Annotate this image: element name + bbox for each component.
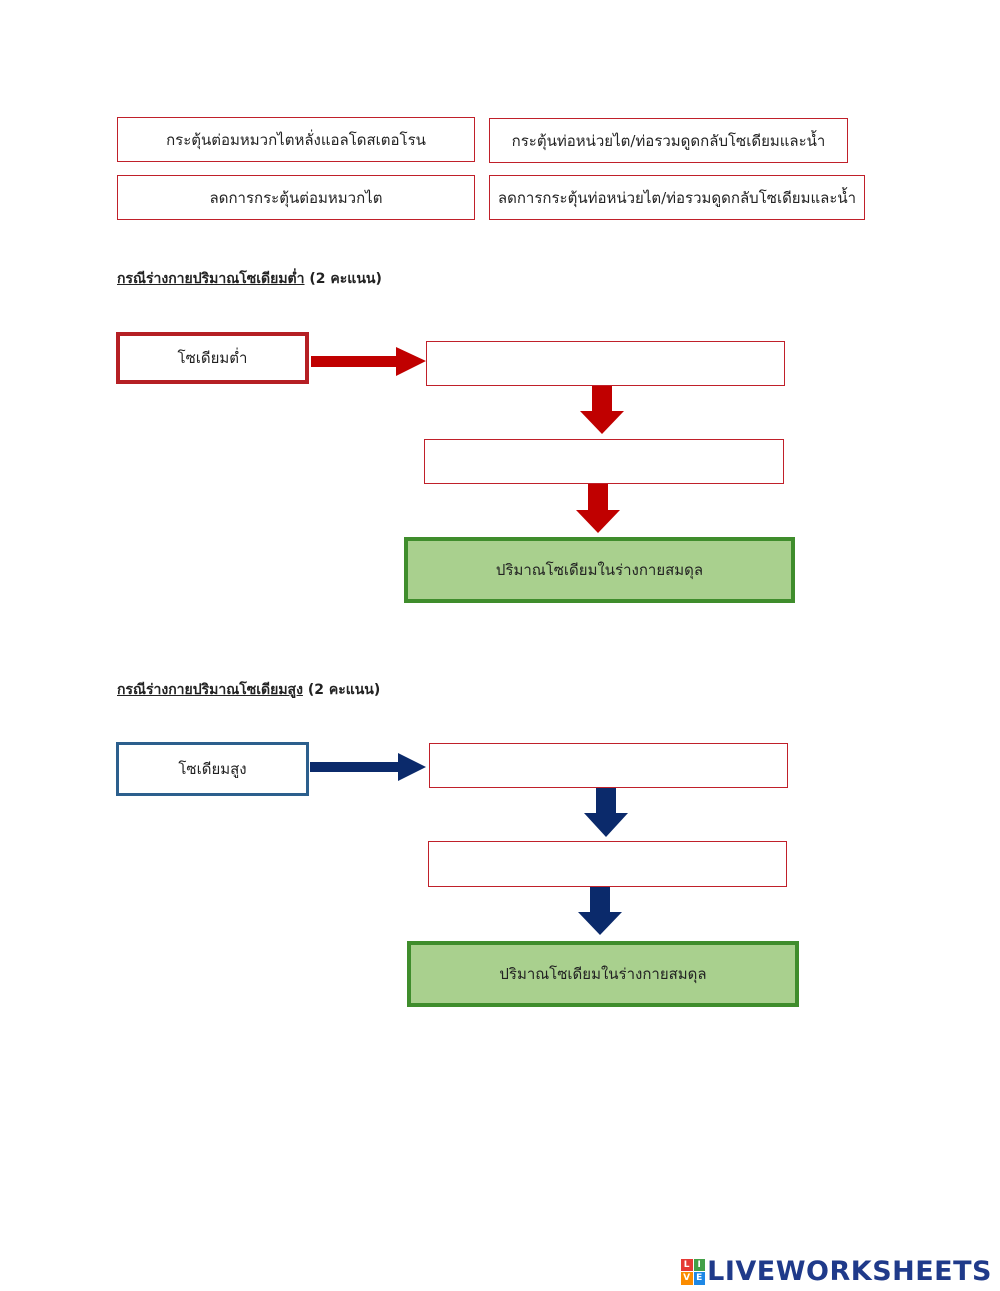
liveworksheets-logo-mark: L I V E: [681, 1258, 706, 1285]
low-step-2-dropzone[interactable]: [424, 439, 784, 484]
arrow-right-low: [311, 347, 426, 376]
high-case-heading: กรณีร่างกายปริมาณโซเดียมสูง (2 คะแนน): [117, 679, 380, 701]
low-case-heading: กรณีร่างกายปริมาณโซเดียมต่ำ (2 คะแนน): [117, 268, 382, 290]
liveworksheets-logo[interactable]: L I V E LIVEWORKSHEETS: [681, 1256, 992, 1287]
low-sodium-start-label: โซเดียมต่ำ: [177, 349, 248, 367]
arrow-right-high: [310, 753, 426, 781]
option-box-4[interactable]: ลดการกระตุ้นท่อหน่วยไต/ท่อรวมดูดกลับโซเด…: [489, 175, 865, 220]
high-case-title: กรณีร่างกายปริมาณโซเดียมสูง: [117, 682, 303, 698]
option-label: ลดการกระตุ้นต่อมหมวกไต: [209, 188, 383, 207]
arrow-down-low-1: [580, 386, 624, 434]
high-result-label: ปริมาณโซเดียมในร่างกายสมดุล: [499, 965, 707, 983]
low-case-points: (2 คะแนน): [309, 271, 382, 287]
high-step-1-dropzone[interactable]: [429, 743, 788, 788]
option-label: ลดการกระตุ้นท่อหน่วยไต/ท่อรวมดูดกลับโซเด…: [497, 188, 857, 207]
liveworksheets-logo-text: LIVEWORKSHEETS: [707, 1256, 992, 1287]
high-sodium-start-box: โซเดียมสูง: [116, 742, 309, 796]
option-label: กระตุ้นท่อหน่วยไต/ท่อรวมดูดกลับโซเดียมแล…: [511, 131, 826, 150]
high-result-box: ปริมาณโซเดียมในร่างกายสมดุล: [407, 941, 799, 1007]
high-sodium-start-label: โซเดียมสูง: [178, 760, 247, 778]
low-result-box: ปริมาณโซเดียมในร่างกายสมดุล: [404, 537, 795, 603]
high-step-2-dropzone[interactable]: [428, 841, 787, 887]
low-case-title: กรณีร่างกายปริมาณโซเดียมต่ำ: [117, 271, 305, 287]
option-box-3[interactable]: ลดการกระตุ้นต่อมหมวกไต: [117, 175, 475, 220]
high-case-points: (2 คะแนน): [307, 682, 381, 698]
low-step-1-dropzone[interactable]: [426, 341, 785, 386]
low-sodium-start-box: โซเดียมต่ำ: [116, 332, 309, 384]
option-box-1[interactable]: กระตุ้นต่อมหมวกไตหลั่งแอลโดสเตอโรน: [117, 117, 475, 162]
arrow-down-low-2: [576, 484, 620, 533]
option-label: กระตุ้นต่อมหมวกไตหลั่งแอลโดสเตอโรน: [166, 130, 426, 149]
arrow-down-high-2: [578, 886, 622, 935]
option-box-2[interactable]: กระตุ้นท่อหน่วยไต/ท่อรวมดูดกลับโซเดียมแล…: [489, 118, 848, 163]
arrow-down-high-1: [584, 788, 628, 837]
low-result-label: ปริมาณโซเดียมในร่างกายสมดุล: [495, 561, 704, 579]
